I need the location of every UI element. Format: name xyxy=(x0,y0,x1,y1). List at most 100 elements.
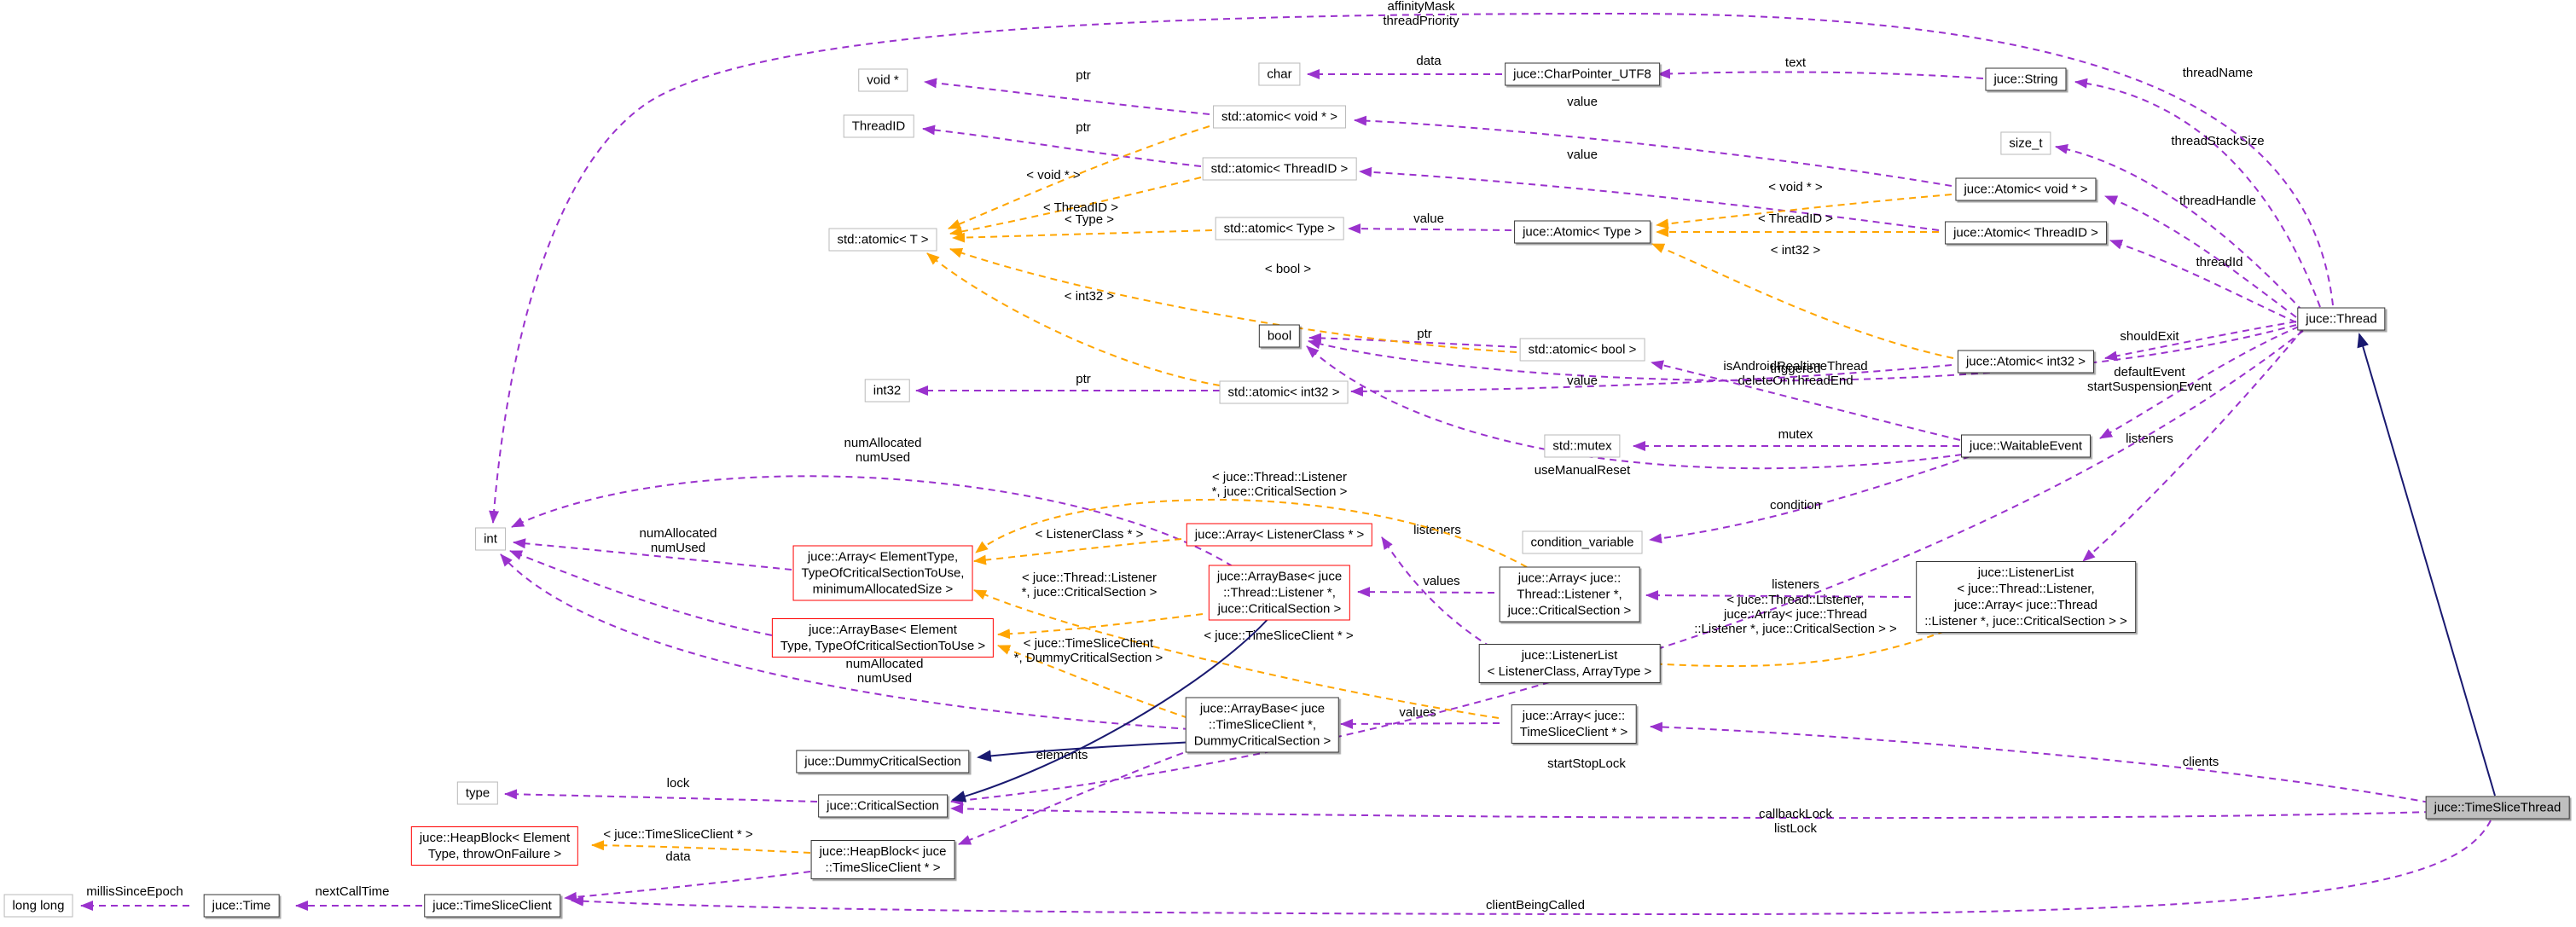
edge-label-value-voidptr: value xyxy=(1567,95,1598,109)
node-timeslice-client[interactable]: juce::TimeSliceClient xyxy=(424,894,560,918)
node-label: ::TimeSliceClient * > xyxy=(825,860,941,875)
node-label: juce::Array< juce:: xyxy=(1517,571,1622,586)
edge-label-startStopLock: startStopLock xyxy=(1547,756,1626,771)
edge-listeners-thread xyxy=(2082,328,2304,562)
edge-label-ptr-int32: ptr xyxy=(1076,372,1091,386)
node-label: DummyCriticalSection > xyxy=(1193,733,1332,749)
node-waitable-event[interactable]: juce::WaitableEvent xyxy=(1960,434,2092,458)
edge-tpl-ab-tsc xyxy=(997,645,1189,719)
edge-label-tpl-array-tsc: < juce::TimeSliceClient * > xyxy=(1204,629,1354,643)
edge-isAndroidRealtimeThread xyxy=(1308,324,2297,382)
edge-label-defaultEvent: defaultEvent xyxy=(2114,365,2185,379)
node-arraybase-timeslice[interactable]: juce::ArrayBase< juce::TimeSliceClient *… xyxy=(1185,697,1340,753)
node-label: juce::Array< ElementType, xyxy=(807,549,959,565)
node-arraybase-thread-listener[interactable]: juce::ArrayBase< juce::Thread::Listener … xyxy=(1208,565,1351,621)
edge-label-tpl-ab-tsc: < juce::TimeSliceClient xyxy=(1024,636,1154,651)
node-juce-atomic-type[interactable]: juce::Atomic< Type > xyxy=(1514,220,1651,244)
node-bool[interactable]: bool xyxy=(1258,324,1301,348)
node-critical-section[interactable]: juce::CriticalSection xyxy=(818,794,948,818)
edge-label-values-listener: values xyxy=(1423,574,1459,588)
edge-numUsed-ab xyxy=(509,550,773,636)
edge-label-data-heapblock: data xyxy=(665,849,691,864)
edge-label-clientBeingCalled: clientBeingCalled xyxy=(1486,898,1585,913)
node-label: std::atomic< ThreadID > xyxy=(1210,161,1349,177)
node-listenerlist-generic[interactable]: juce::ListenerList< ListenerClass, Array… xyxy=(1478,644,1661,683)
node-label: bool xyxy=(1267,328,1292,344)
edge-threadHandle xyxy=(2104,195,2297,318)
node-array-thread-listener[interactable]: juce::Array< juce::Thread::Listener *,ju… xyxy=(1499,566,1640,623)
node-label: juce::CharPointer_UTF8 xyxy=(1513,67,1651,82)
edge-tpl-array-tsc xyxy=(973,589,1500,719)
node-juce-atomic-int32[interactable]: juce::Atomic< int32 > xyxy=(1957,350,2095,374)
edge-label-shouldExit: shouldExit xyxy=(2120,329,2179,344)
node-size-t: size_t xyxy=(2000,131,2051,155)
node-listenerlist-thread[interactable]: juce::ListenerList< juce::Thread::Listen… xyxy=(1916,561,2136,633)
edge-label-value-type: value xyxy=(1413,211,1444,226)
node-std-atomic-bool: std::atomic< bool > xyxy=(1519,338,1645,362)
node-string[interactable]: juce::String xyxy=(1985,67,2067,91)
edge-label-value-threadid: value xyxy=(1567,148,1598,162)
node-std-atomic-threadid: std::atomic< ThreadID > xyxy=(1202,157,1357,181)
edge-label-useManualReset: useManualReset xyxy=(1535,463,1631,478)
node-label: std::mutex xyxy=(1552,438,1612,454)
node-juce-atomic-voidptr[interactable]: juce::Atomic< void * > xyxy=(1955,177,2097,201)
node-int32: int32 xyxy=(864,379,910,403)
edge-ptr-voidptr xyxy=(924,78,1210,115)
node-label: long long xyxy=(12,898,65,913)
edge-affinityMask xyxy=(489,12,2334,524)
node-array-timeslice[interactable]: juce::Array< juce::TimeSliceClient * > xyxy=(1511,704,1637,744)
edge-label-tpl-ab-tsc: *, DummyCriticalSection > xyxy=(1014,651,1163,665)
edge-label-numUsed-bottom: numUsed xyxy=(857,671,912,686)
node-label: juce::Array< juce:: xyxy=(1522,709,1626,723)
node-label: < juce::Thread::Listener, xyxy=(1957,582,2095,596)
node-array-listenerclass[interactable]: juce::Array< ListenerClass * > xyxy=(1186,523,1373,547)
edge-label-affinityMask: affinityMask xyxy=(1388,0,1455,14)
node-charpointer-utf8[interactable]: juce::CharPointer_UTF8 xyxy=(1505,62,1660,86)
node-label: std::atomic< T > xyxy=(837,232,929,247)
node-thread[interactable]: juce::Thread xyxy=(2297,307,2386,331)
node-timeslice-thread[interactable]: juce::TimeSliceThread xyxy=(2425,796,2570,820)
node-label: juce::Array< juce::Thread xyxy=(1954,598,2097,612)
edge-label-tpl-jatomic-voidptr: < void * > xyxy=(1768,180,1823,194)
edge-label-numUsed-left: numUsed xyxy=(651,541,705,555)
edge-label-tpl-listenerlist: juce::Array< juce::Thread xyxy=(1723,607,1867,622)
node-label: juce::CriticalSection xyxy=(827,798,939,814)
node-label: TypeOfCriticalSectionToUse, xyxy=(801,565,965,581)
edge-label-callbackLock: callbackLock xyxy=(1759,807,1832,821)
edge-label-tpl-ab-tl: < juce::Thread::Listener xyxy=(1022,571,1157,585)
node-label: juce::WaitableEvent xyxy=(1969,438,2083,454)
node-array-elementtype[interactable]: juce::Array< ElementType,TypeOfCriticalS… xyxy=(792,545,973,601)
node-dummy-critical-section[interactable]: juce::DummyCriticalSection xyxy=(796,750,970,773)
edge-clients xyxy=(1650,721,2430,803)
edge-text xyxy=(1657,68,1984,79)
node-label: juce::Atomic< Type > xyxy=(1523,224,1642,240)
node-label: juce::TimeSliceThread xyxy=(2434,800,2561,815)
edge-callbackLock xyxy=(950,803,2432,820)
edge-label-ptr-bool: ptr xyxy=(1417,327,1432,341)
edge-label-threadId: threadId xyxy=(2196,255,2242,269)
edge-values-listener xyxy=(1357,587,1495,598)
edge-label-triggered: triggered xyxy=(1770,362,1820,376)
edge-tpl-atomic-voidptr xyxy=(948,125,1210,229)
edge-data-heapblock xyxy=(564,871,811,902)
node-label: std::atomic< int32 > xyxy=(1227,385,1340,400)
edge-label-tpl-listenerlist: ::Listener *, juce::CriticalSection > > xyxy=(1694,622,1897,636)
edge-label-tpl-jatomic-int32: < int32 > xyxy=(1771,243,1821,258)
node-heapblock-timeslice[interactable]: juce::HeapBlock< juce::TimeSliceClient *… xyxy=(810,840,955,879)
edge-listeners-generic xyxy=(1381,536,1502,654)
edge-label-listeners-ll: listeners xyxy=(1772,577,1819,592)
edge-label-data: data xyxy=(1416,54,1442,68)
node-juce-atomic-threadid[interactable]: juce::Atomic< ThreadID > xyxy=(1945,221,2107,245)
node-label: juce::Time xyxy=(212,898,271,913)
node-time[interactable]: juce::Time xyxy=(203,894,280,918)
edge-clientBeingCalled xyxy=(571,820,2492,916)
edge-ptr-bool xyxy=(1308,333,1517,348)
edge-numUsed-left xyxy=(513,538,792,571)
edge-label-threadName: threadName xyxy=(2183,66,2254,80)
edge-value-threadid xyxy=(1359,166,1940,231)
edge-label-text: text xyxy=(1785,55,1807,70)
node-label: juce::ArrayBase< Element xyxy=(809,623,957,637)
